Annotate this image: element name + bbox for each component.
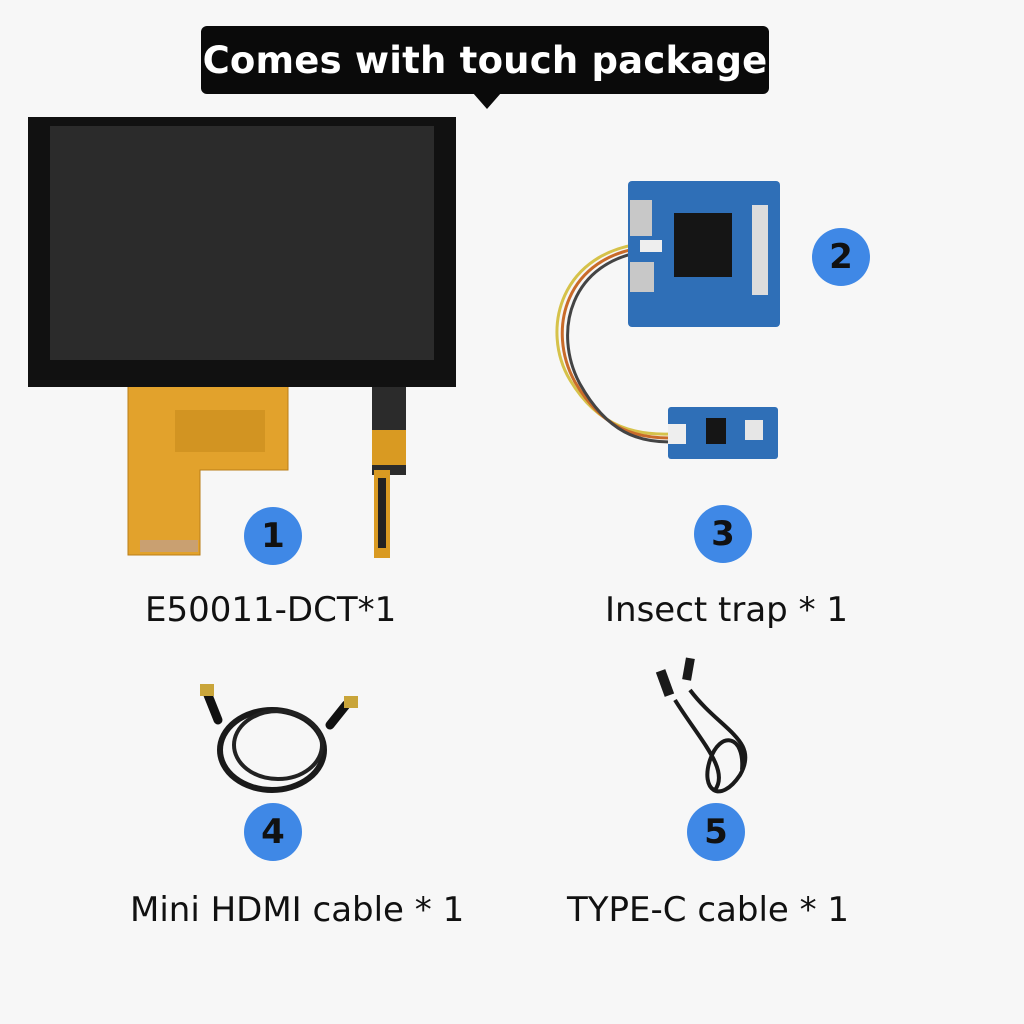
display-screen (50, 126, 434, 360)
package-banner: Comes with touch package (201, 26, 769, 94)
item-5-label: TYPE-C cable * 1 (567, 890, 850, 930)
item-4-label: Mini HDMI cable * 1 (130, 890, 465, 930)
item-1-badge: 1 (244, 507, 302, 565)
item-5-badge: 5 (687, 803, 745, 861)
banner-pointer (473, 93, 501, 109)
item-1-label: E50011-DCT*1 (145, 590, 397, 630)
board-wire (555, 241, 671, 436)
banner-text: Comes with touch package (202, 38, 768, 82)
item-2-badge: 2 (812, 228, 870, 286)
item-4-badge: 4 (244, 803, 302, 861)
item-3-label: Insect trap * 1 (605, 590, 849, 630)
item-3-badge: 3 (694, 505, 752, 563)
